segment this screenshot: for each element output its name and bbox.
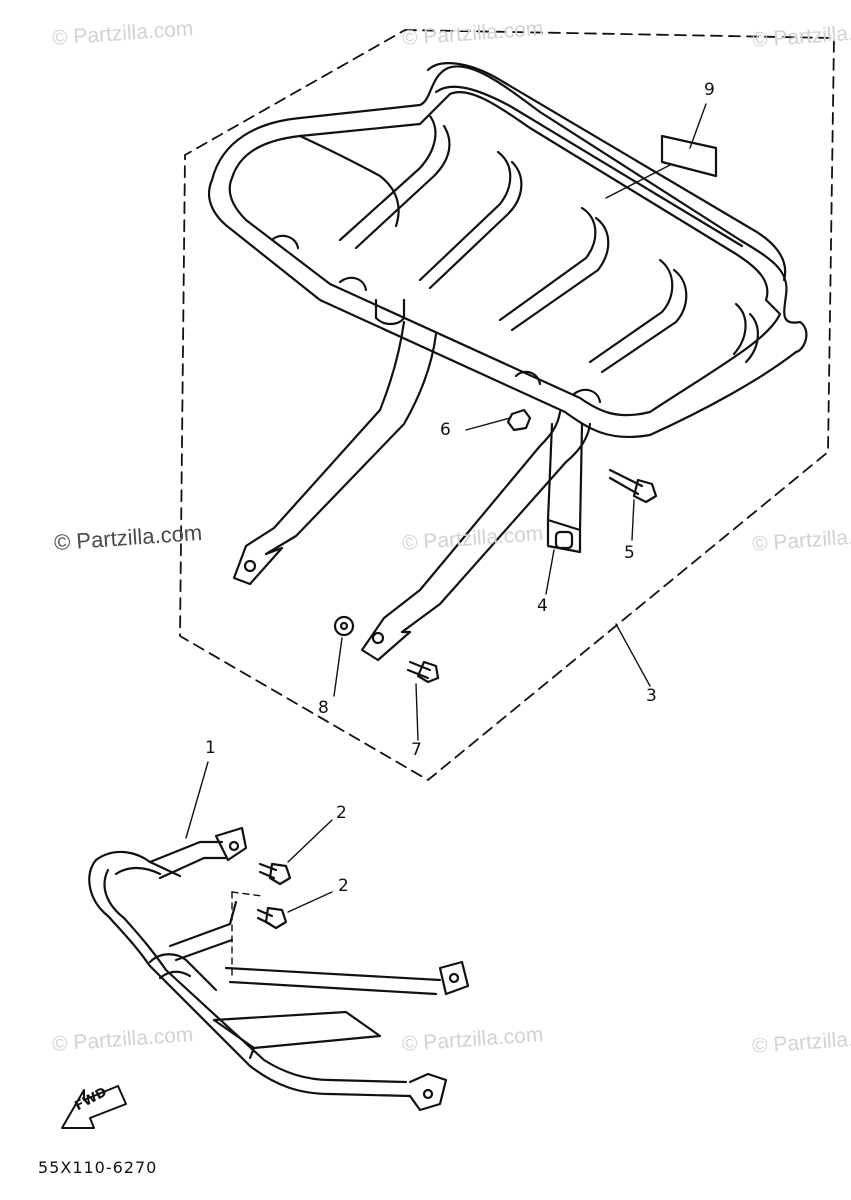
bolt-2-lower bbox=[256, 906, 288, 930]
washer-8 bbox=[333, 615, 355, 637]
bolt-7 bbox=[406, 660, 440, 684]
forward-arrow-icon bbox=[61, 1085, 127, 1129]
callout-4: 4 bbox=[537, 596, 548, 616]
callout-9: 9 bbox=[704, 80, 715, 100]
callout-7: 7 bbox=[411, 740, 422, 760]
callout-2-lower: 2 bbox=[338, 876, 349, 896]
diagram-code: 55X110-6270 bbox=[38, 1158, 158, 1177]
guard-leader-lines bbox=[185, 761, 333, 913]
callout-6: 6 bbox=[440, 420, 451, 440]
callout-3: 3 bbox=[646, 686, 657, 706]
callout-5: 5 bbox=[624, 543, 635, 563]
rear-carrier bbox=[207, 62, 808, 662]
assembly-boundary bbox=[179, 29, 835, 781]
bolt-2-upper bbox=[258, 862, 292, 886]
leader-lines bbox=[333, 103, 707, 741]
label-9 bbox=[660, 134, 718, 178]
callout-8: 8 bbox=[318, 698, 329, 718]
bracket-4 bbox=[546, 422, 584, 554]
callout-2-upper: 2 bbox=[336, 803, 347, 823]
callout-1: 1 bbox=[205, 738, 216, 758]
front-guard bbox=[88, 826, 470, 1112]
nut-6 bbox=[506, 408, 532, 432]
bolt-5 bbox=[608, 468, 658, 504]
